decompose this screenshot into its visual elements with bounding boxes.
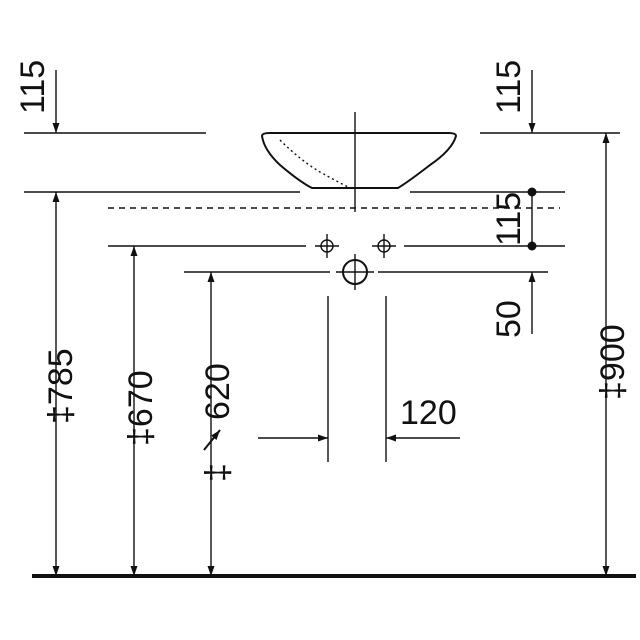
dim-label-620: 620 [199,363,237,420]
vessel-basin [108,132,560,209]
dim-label-900: ‡900 [594,324,632,400]
approx-arrow-icon [203,429,221,451]
dim-mark-620: ‡ [199,463,237,482]
waste-outlet [336,254,374,290]
dim-label-top-right: 115 [490,60,528,114]
dim-dot-upper [527,187,537,197]
dim-label-670: ‡670 [122,370,160,446]
dim-dot-lower [527,241,537,251]
supply-fitting-right [372,234,396,258]
dim-label-right-low: 50 [490,300,528,338]
dim-label-785: ‡785 [42,348,80,424]
supply-fitting-left [315,234,339,258]
dim-label-top-left: 115 [14,60,52,114]
pipe-gap-label: 120 [400,394,457,432]
dim-label-right-mid: 115 [490,192,528,246]
